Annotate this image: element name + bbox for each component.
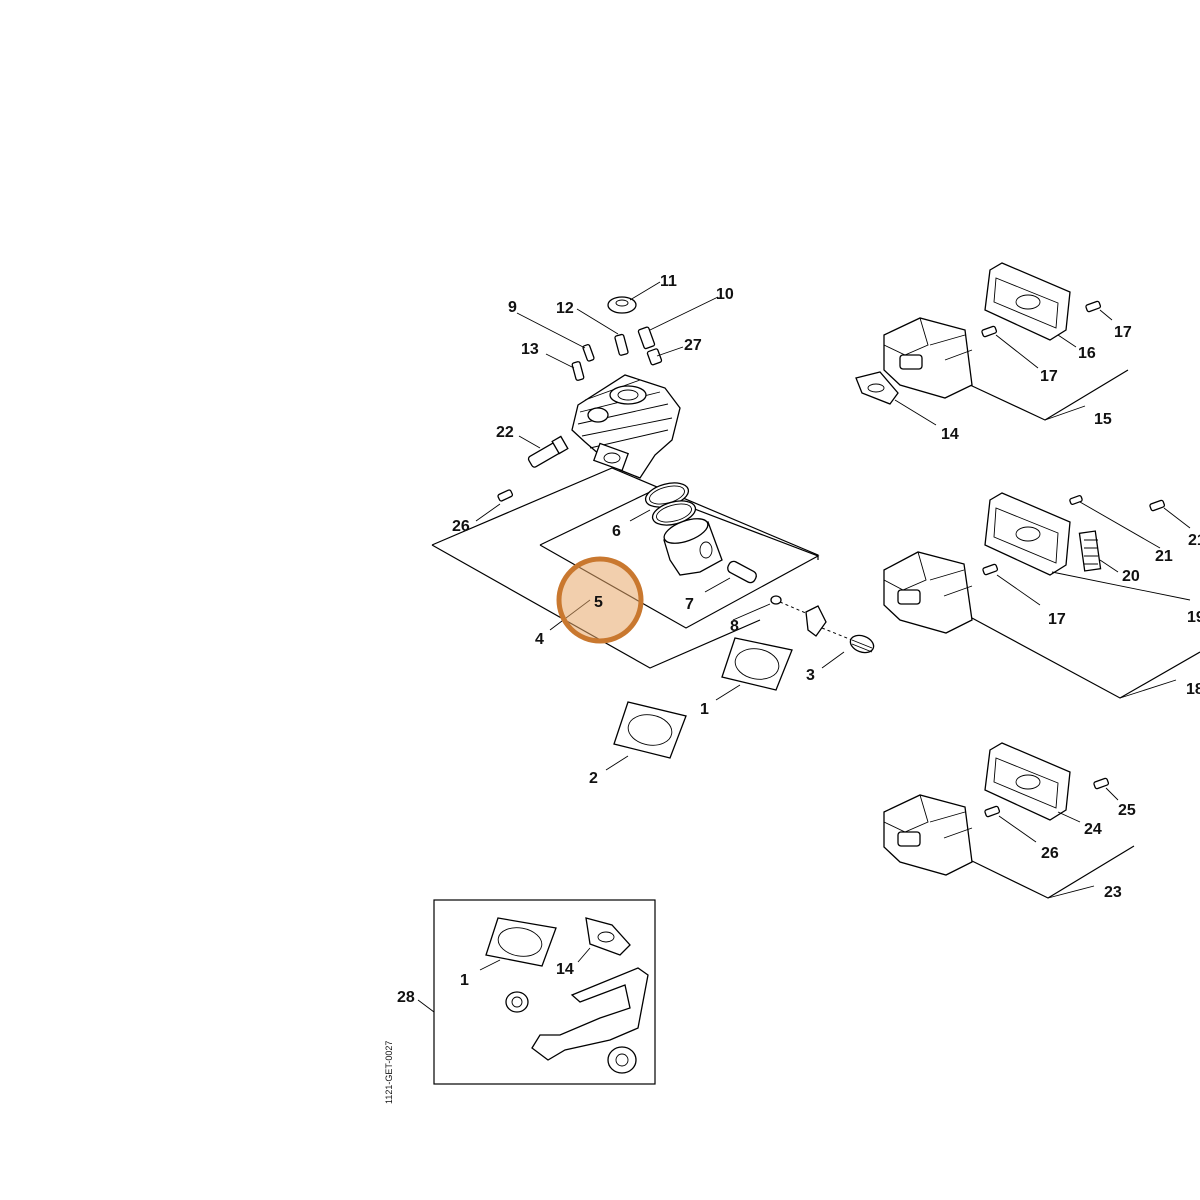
callout-11[interactable]: 11 (660, 273, 677, 290)
callout-13[interactable]: 13 (521, 341, 539, 358)
callout-10[interactable]: 10 (716, 286, 734, 303)
cylinder-part (571, 374, 681, 479)
screw-part-9 (582, 344, 595, 362)
callout-4[interactable]: 4 (535, 631, 544, 648)
callout-14b[interactable]: 14 (556, 961, 574, 978)
callout-27[interactable]: 27 (684, 337, 702, 354)
callout-1b[interactable]: 1 (460, 972, 469, 989)
valve-part-10 (637, 326, 656, 350)
callout-17a[interactable]: 17 (1114, 324, 1132, 341)
needle-cage-part (849, 634, 875, 654)
callout-12[interactable]: 12 (556, 300, 574, 317)
callout-9[interactable]: 9 (508, 299, 517, 316)
valve-part-27 (646, 348, 663, 366)
callout-26b[interactable]: 26 (1041, 845, 1059, 862)
callout-25[interactable]: 25 (1118, 802, 1136, 819)
muffler-assembly-23: 25 24 26 23 (883, 742, 1136, 901)
gasket-set-28: 1 14 28 (397, 899, 656, 1085)
callout-22[interactable]: 22 (496, 424, 514, 441)
callout-3[interactable]: 3 (806, 667, 815, 684)
callout-17c[interactable]: 17 (1048, 611, 1066, 628)
callout-8[interactable]: 8 (730, 618, 739, 635)
callout-1[interactable]: 1 (700, 701, 709, 718)
valve-part-12 (614, 333, 629, 356)
callout-5[interactable]: 5 (594, 594, 603, 611)
callout-23[interactable]: 23 (1104, 884, 1122, 901)
spark-plug-part (527, 435, 569, 468)
screw-part-26a (497, 489, 514, 502)
highlighted-callout-5[interactable]: 5 (556, 556, 644, 644)
callout-28[interactable]: 28 (397, 989, 415, 1006)
screw-part-13 (571, 361, 585, 381)
muffler-assembly-15: 17 16 17 15 14 (855, 262, 1132, 443)
callout-21b[interactable]: 21 (1188, 532, 1200, 549)
piston-part (663, 518, 723, 576)
callout-24[interactable]: 24 (1084, 821, 1102, 838)
callout-15[interactable]: 15 (1094, 411, 1112, 428)
callout-17b[interactable]: 17 (1040, 368, 1058, 385)
drawing-code: 1121-GET-0027 (384, 1041, 394, 1104)
gasket-part-1 (721, 637, 793, 691)
piston-pin-part (727, 560, 757, 584)
callout-14a[interactable]: 14 (941, 426, 959, 443)
callout-2[interactable]: 2 (589, 770, 598, 787)
gasket-part-2 (613, 701, 687, 759)
callout-19[interactable]: 19 (1187, 609, 1200, 626)
callout-18[interactable]: 18 (1186, 681, 1200, 698)
callout-21[interactable]: 21 (1155, 548, 1173, 565)
callout-6[interactable]: 6 (612, 523, 621, 540)
piston-rings-part (644, 482, 697, 526)
cylinder-assembly: 9 12 11 10 27 13 22 26 6 7 8 4 3 1 2 5 (431, 273, 875, 787)
retainer-part (805, 605, 827, 637)
cover-part-11 (607, 296, 637, 314)
circlip-part (770, 595, 782, 605)
callout-26a[interactable]: 26 (452, 518, 470, 535)
muffler-assembly-18: 21 21 20 19 17 18 (883, 492, 1200, 699)
callout-16[interactable]: 16 (1078, 345, 1096, 362)
callout-7[interactable]: 7 (685, 596, 694, 613)
callout-20[interactable]: 20 (1122, 568, 1140, 585)
